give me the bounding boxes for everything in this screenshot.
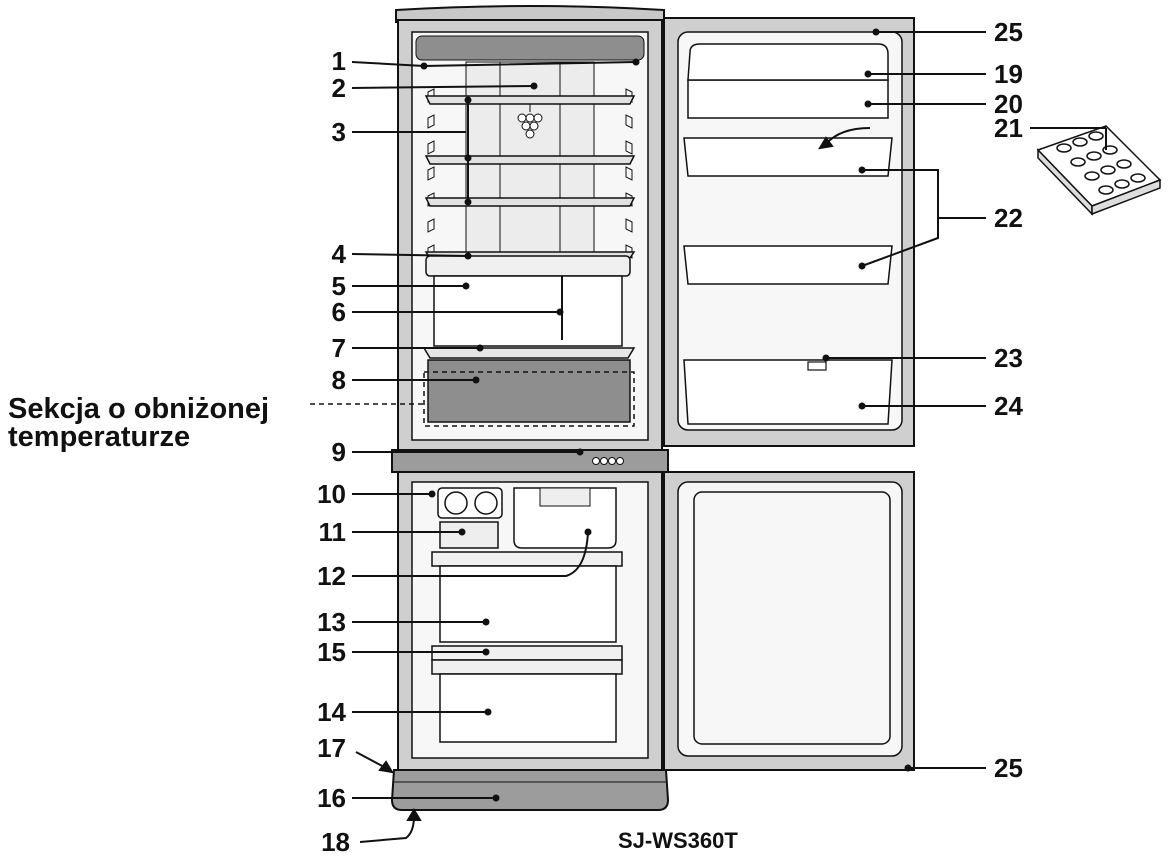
label-5: 5 [332, 271, 346, 301]
label-15: 15 [317, 637, 346, 667]
label-7: 7 [332, 333, 346, 363]
label-24: 24 [994, 391, 1023, 421]
label-1: 1 [332, 46, 346, 76]
leader-lines [310, 31, 1107, 799]
label-12: 12 [317, 561, 346, 591]
arrow-icon [355, 127, 871, 843]
label-25-bottom: 25 [994, 753, 1023, 783]
glass-shelves [424, 95, 636, 259]
grape-icon [517, 104, 543, 139]
section-label-line-2: temperaturze [8, 421, 190, 453]
leader-dots [420, 28, 912, 802]
label-18: 18 [321, 827, 350, 857]
upper-door [663, 17, 915, 447]
label-10: 10 [317, 479, 346, 509]
label-3: 3 [332, 117, 346, 147]
label-13: 13 [317, 607, 346, 637]
ice-maker-dials [437, 487, 503, 549]
egg-tray-icon [1036, 125, 1162, 216]
label-16: 16 [317, 783, 346, 813]
label-2: 2 [332, 73, 346, 103]
label-17: 17 [317, 733, 346, 763]
label-11: 11 [319, 517, 347, 547]
lower-door [663, 471, 915, 771]
control-panel-buttons [592, 457, 624, 465]
label-14: 14 [317, 697, 346, 727]
label-9: 9 [332, 437, 346, 467]
label-23: 23 [994, 343, 1023, 373]
label-25-top: 25 [994, 17, 1023, 47]
model-name: SJ-WS360T [618, 828, 738, 853]
fridge-cabinet [390, 5, 670, 811]
label-22: 22 [994, 203, 1023, 233]
label-8: 8 [332, 365, 346, 395]
section-label-line-1: Sekcja o obniżonej [8, 393, 269, 425]
label-20: 20 [994, 89, 1023, 119]
number-labels: 1 2 3 4 5 6 7 8 9 10 11 12 13 15 14 17 1… [317, 17, 1023, 857]
label-6: 6 [332, 297, 346, 327]
label-4: 4 [332, 239, 347, 269]
label-21: 21 [994, 113, 1023, 143]
label-19: 19 [994, 59, 1023, 89]
